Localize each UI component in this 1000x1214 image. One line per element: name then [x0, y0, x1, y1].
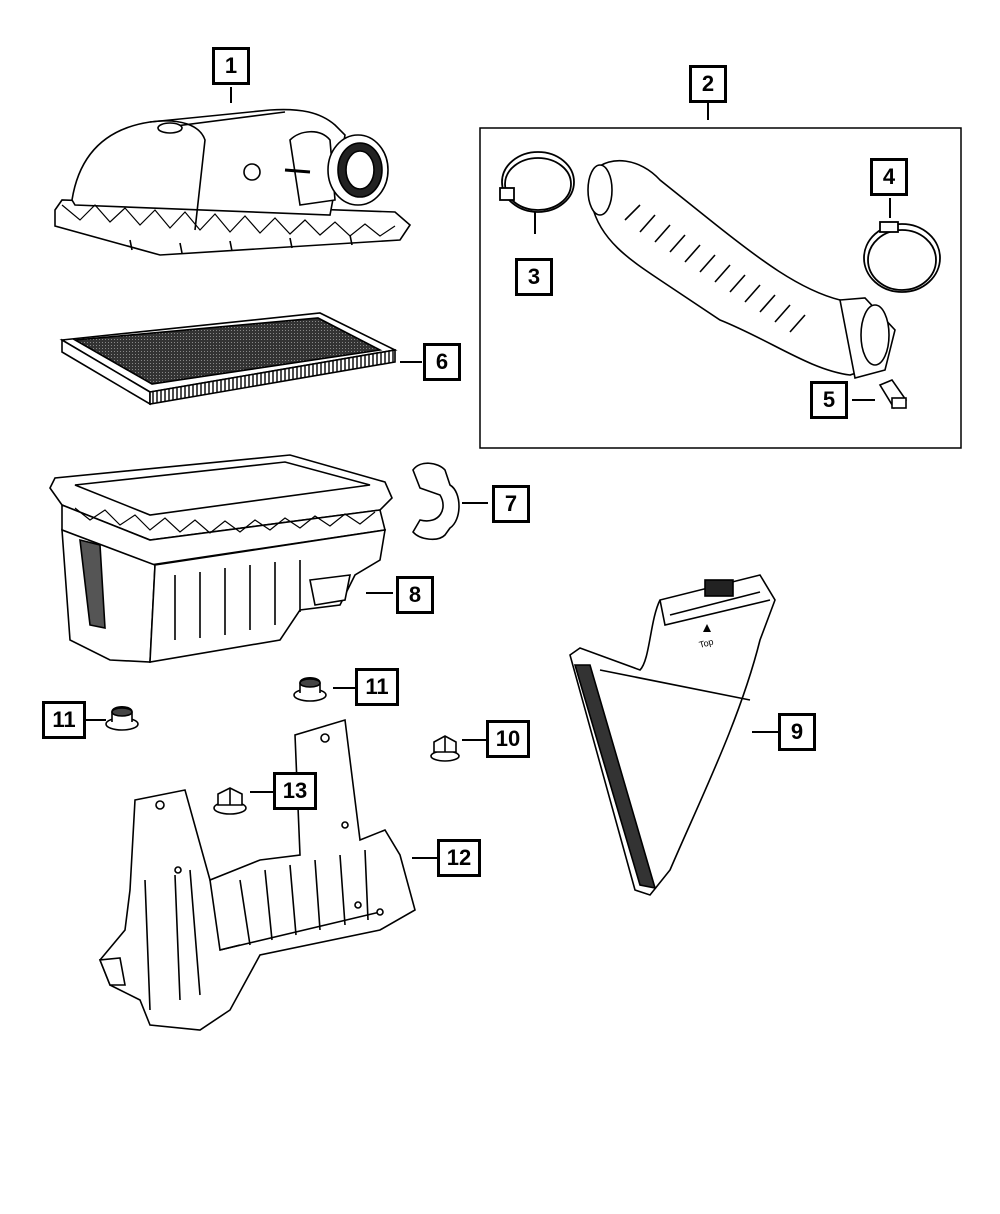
callout-air-inlet-duct: 9 [778, 713, 816, 751]
clamp-right [863, 221, 941, 293]
sensor [878, 379, 908, 410]
callout-clip: 7 [492, 485, 530, 523]
callout-duct-group: 2 [689, 65, 727, 103]
top-label: Top [698, 637, 715, 650]
air-cleaner-cover [54, 108, 412, 256]
callout-air-cleaner-body: 8 [396, 576, 434, 614]
clip [412, 462, 460, 541]
callout-grommet-right: 11 [355, 668, 399, 706]
bolt-part [430, 735, 460, 762]
callout-filter-element: 6 [423, 343, 461, 381]
callout-air-cleaner-cover: 1 [212, 47, 250, 85]
air-inlet-duct: Top [569, 574, 776, 896]
air-duct-hose [587, 159, 896, 379]
duct-group-frame [479, 127, 962, 449]
callout-sensor: 5 [810, 381, 848, 419]
callout-support-bracket: 12 [437, 839, 481, 877]
callout-bolt: 10 [486, 720, 530, 758]
clamp-left [499, 151, 575, 213]
nut-part [213, 787, 247, 815]
air-cleaner-body [49, 454, 393, 663]
callout-nut: 13 [273, 772, 317, 810]
support-bracket [98, 718, 416, 1031]
grommet-right-part [293, 676, 327, 702]
grommet-left-part [105, 705, 139, 731]
callout-grommet-left: 11 [42, 701, 86, 739]
callout-clamp-left: 3 [515, 258, 553, 296]
callout-clamp-right: 4 [870, 158, 908, 196]
filter-element [59, 312, 398, 406]
